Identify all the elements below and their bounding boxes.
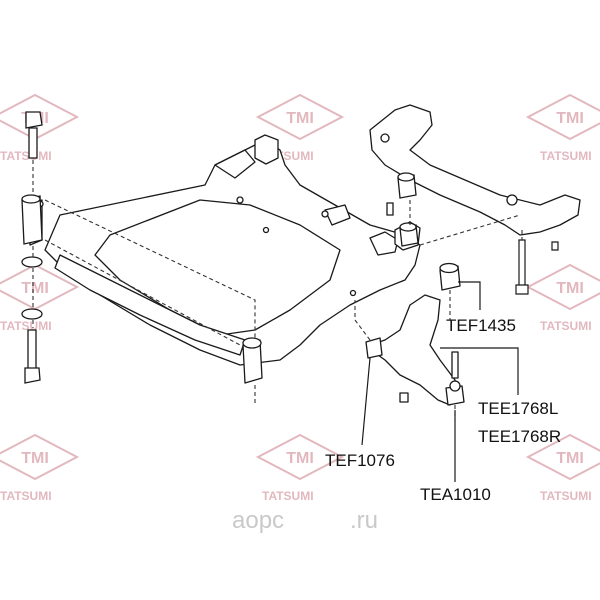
watermark-logo-text: TMI — [556, 450, 584, 467]
washer — [21, 256, 43, 268]
leader-tef1076 — [361, 357, 371, 446]
leader-tee1768 — [440, 347, 519, 395]
callout-tee1768l: TEE1768L — [478, 399, 558, 418]
callout-tee1768r: TEE1768R — [478, 427, 561, 446]
watermark-logo: TMI — [0, 263, 80, 311]
callout-tef1435: TEF1435 — [446, 316, 516, 335]
watermark-brand: TATSUMI — [262, 489, 314, 503]
right-bolt — [515, 239, 559, 295]
site-logo-name: aopc — [232, 507, 284, 534]
watermark-logo-text: TMI — [21, 450, 49, 467]
watermark-brand: TATSUMI — [540, 489, 592, 503]
callout-labels: TEF1435 TEE1768L TEE1768R TEF1076 TEA101… — [325, 316, 561, 504]
watermark-logo-text: TMI — [286, 110, 314, 127]
watermark-brand: TATSUMI — [0, 489, 52, 503]
watermark-logo-text: TMI — [556, 280, 584, 297]
bushing-tef1076 — [365, 337, 383, 359]
bolt-head-bottom — [24, 367, 41, 384]
washer — [21, 308, 43, 320]
bolt-shaft-bottom — [27, 329, 37, 371]
callout-tea1010: TEA1010 — [420, 485, 491, 504]
watermark-brand: TATSUMI — [540, 149, 592, 163]
watermark-brand: TATSUMI — [540, 319, 592, 333]
callout-tef1076: TEF1076 — [325, 451, 395, 470]
site-logo: aopc .ru — [232, 507, 378, 534]
lower-control-arm — [365, 262, 465, 406]
stabilizer-bracket — [369, 104, 581, 236]
watermark-brand: TATSUMI — [0, 319, 52, 333]
watermark-logo: TMI — [255, 93, 345, 141]
site-logo-domain: .ru — [350, 507, 378, 534]
watermark-logo: TMI — [0, 433, 80, 481]
watermark-logo-text: TMI — [286, 450, 314, 467]
subframe — [28, 134, 421, 384]
watermark-logo-text: TMI — [21, 280, 49, 297]
watermark-logo-text: TMI — [556, 110, 584, 127]
leader-lines — [361, 281, 519, 482]
watermark-logo: TMI — [525, 263, 600, 311]
watermark-logo: TMI — [525, 93, 600, 141]
upper-bushings — [386, 172, 419, 247]
bolt-shaft-top — [28, 127, 38, 159]
left-bolt-stack — [21, 111, 43, 384]
dashed-lines — [32, 160, 523, 420]
watermark-logo: TMI — [525, 433, 600, 481]
watermark-brand: TATSUMI — [0, 149, 52, 163]
watermark-logo: TMI — [255, 433, 345, 481]
bolt-head-top — [25, 111, 43, 129]
leader-tef1435 — [458, 281, 481, 310]
